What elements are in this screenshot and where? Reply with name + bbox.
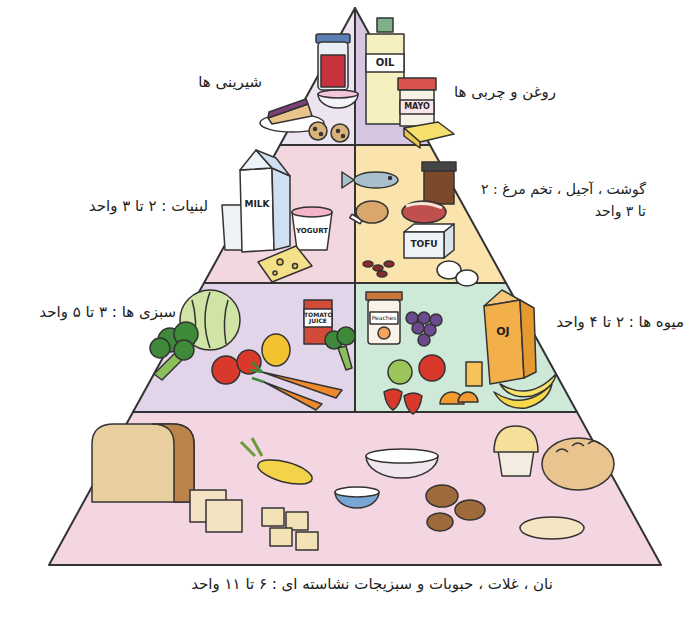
tier-label-box: سبزی ها : ۳ تا ۵ واحد — [39, 300, 176, 324]
package-label-box: OJ — [496, 326, 509, 338]
package-label-box: MAYO — [404, 103, 430, 111]
package-label: YOGURT — [296, 227, 328, 235]
tier-label: میوه ها : ۲ تا ۴ واحد — [556, 313, 684, 331]
tier-label: روغن و چربی ها — [454, 83, 556, 101]
package-label: OIL — [376, 57, 395, 68]
package-label-box: MILK — [244, 200, 269, 209]
tier-label-box: نان ، غلات ، حبوبات و سبزیجات نشاسته ای … — [191, 572, 553, 596]
package-label-box: OIL — [376, 58, 395, 69]
tier-label-box: میوه ها : ۲ تا ۴ واحد — [556, 310, 684, 334]
tier-label: نان ، غلات ، حبوبات و سبزیجات نشاسته ای … — [191, 575, 553, 593]
package-label: MAYO — [404, 102, 430, 111]
package-label-box: YOGURT — [296, 228, 328, 235]
tier-label: لبنیات : ۲ تا ۳ واحد — [89, 197, 208, 215]
tier-label-box: گوشت ، آجیل ، تخم مرغ : ۲ تا ۳ واحد — [481, 178, 646, 223]
tier-label: سبزی ها : ۳ تا ۵ واحد — [39, 303, 176, 321]
package-label: TOFU — [410, 239, 437, 249]
package-label-box: TOMATO JUICE — [304, 312, 332, 325]
package-label-box: TOFU — [410, 240, 437, 249]
tier-label: گوشت ، آجیل ، تخم مرغ : ۲ تا ۳ واحد — [481, 181, 646, 219]
package-label-box: Peaches — [372, 315, 397, 321]
package-label: MILK — [244, 199, 269, 209]
tier-label-box: روغن و چربی ها — [454, 80, 556, 104]
tier-label-box: شیرینی ها — [198, 70, 262, 94]
tier-label: شیرینی ها — [198, 73, 262, 91]
tier-label-box: لبنیات : ۲ تا ۳ واحد — [89, 194, 208, 218]
package-label: Peaches — [372, 314, 397, 321]
package-label: TOMATO JUICE — [304, 311, 333, 324]
package-label: OJ — [496, 325, 509, 338]
